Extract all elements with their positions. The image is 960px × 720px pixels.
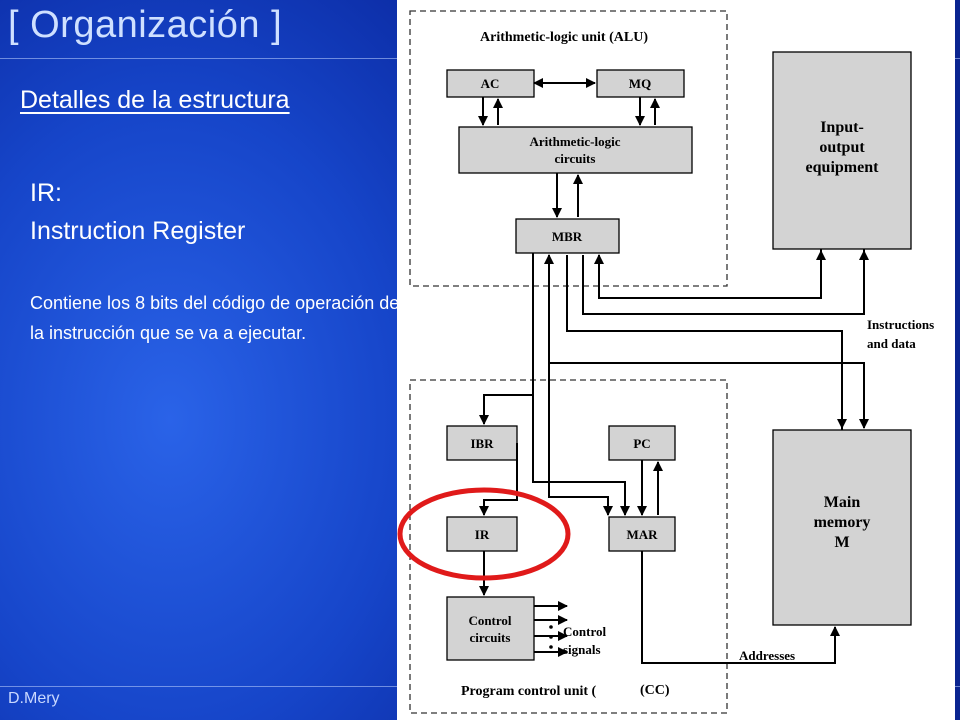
control-group-label: Program control unit ( bbox=[461, 684, 597, 699]
svg-text:Control: Control bbox=[468, 613, 511, 628]
alu-circuits-block: Arithmetic-logic circuits bbox=[458, 126, 693, 174]
svg-text:M: M bbox=[834, 534, 849, 551]
ibr-register: IBR bbox=[446, 425, 518, 461]
mar-register: MAR bbox=[608, 516, 676, 552]
ir-register: IR bbox=[446, 516, 518, 552]
svg-text:equipment: equipment bbox=[806, 159, 880, 176]
control-signals-label: Control bbox=[563, 624, 606, 639]
footer-author: D.Mery bbox=[8, 690, 60, 707]
diagram-canvas: Arithmetic-logic unit (ALU) Program cont… bbox=[397, 10, 934, 714]
svg-text:output: output bbox=[819, 139, 865, 156]
control-wiring bbox=[479, 395, 840, 664]
input-output-equipment-block: Input- output equipment bbox=[772, 51, 912, 250]
alu-group-label: Arithmetic-logic unit (ALU) bbox=[480, 30, 648, 45]
control-circuits-block: Control circuits bbox=[446, 596, 535, 661]
svg-text:MAR: MAR bbox=[626, 527, 658, 542]
instructions-data-label-line2: and data bbox=[867, 336, 916, 351]
register-description: Contiene los 8 bits del código de operac… bbox=[30, 293, 400, 343]
control-group-outline bbox=[409, 379, 728, 714]
register-abbreviation: IR: bbox=[30, 179, 62, 207]
svg-text:IBR: IBR bbox=[470, 436, 494, 451]
svg-text:AC: AC bbox=[481, 76, 500, 91]
svg-text:memory: memory bbox=[814, 514, 871, 531]
alu-group-outline bbox=[409, 10, 728, 287]
pc-register: PC bbox=[608, 425, 676, 461]
svg-text:Main: Main bbox=[824, 494, 861, 511]
register-full-name: Instruction Register bbox=[30, 217, 246, 245]
ir-highlight-ellipse bbox=[397, 487, 571, 581]
instructions-data-label: Instructions bbox=[867, 317, 934, 332]
main-memory-block: Main memory M bbox=[772, 429, 912, 626]
alu-wiring bbox=[478, 78, 660, 218]
svg-text:IR: IR bbox=[475, 527, 490, 542]
control-group-label-suffix: (CC) bbox=[640, 683, 670, 698]
svg-text:circuits: circuits bbox=[555, 151, 596, 166]
ias-structure-diagram: Arithmetic-logic unit (ALU) Program cont… bbox=[397, 0, 955, 720]
svg-text:PC: PC bbox=[633, 436, 650, 451]
data-buses bbox=[479, 249, 869, 471]
svg-text:MQ: MQ bbox=[629, 76, 651, 91]
addresses-label: Addresses bbox=[739, 648, 795, 663]
slide-title: [ Organización ] bbox=[8, 4, 283, 46]
svg-text:MBR: MBR bbox=[552, 229, 583, 244]
svg-text:Input-: Input- bbox=[820, 119, 864, 136]
svg-text:Arithmetic-logic: Arithmetic-logic bbox=[530, 134, 621, 149]
mbr-register: MBR bbox=[515, 218, 620, 254]
ac-register: AC bbox=[446, 69, 535, 98]
control-signals-label-line2: signals bbox=[563, 642, 601, 657]
mq-register: MQ bbox=[596, 69, 685, 98]
section-subtitle: Detalles de la estructura bbox=[20, 86, 290, 114]
svg-text:circuits: circuits bbox=[470, 630, 511, 645]
